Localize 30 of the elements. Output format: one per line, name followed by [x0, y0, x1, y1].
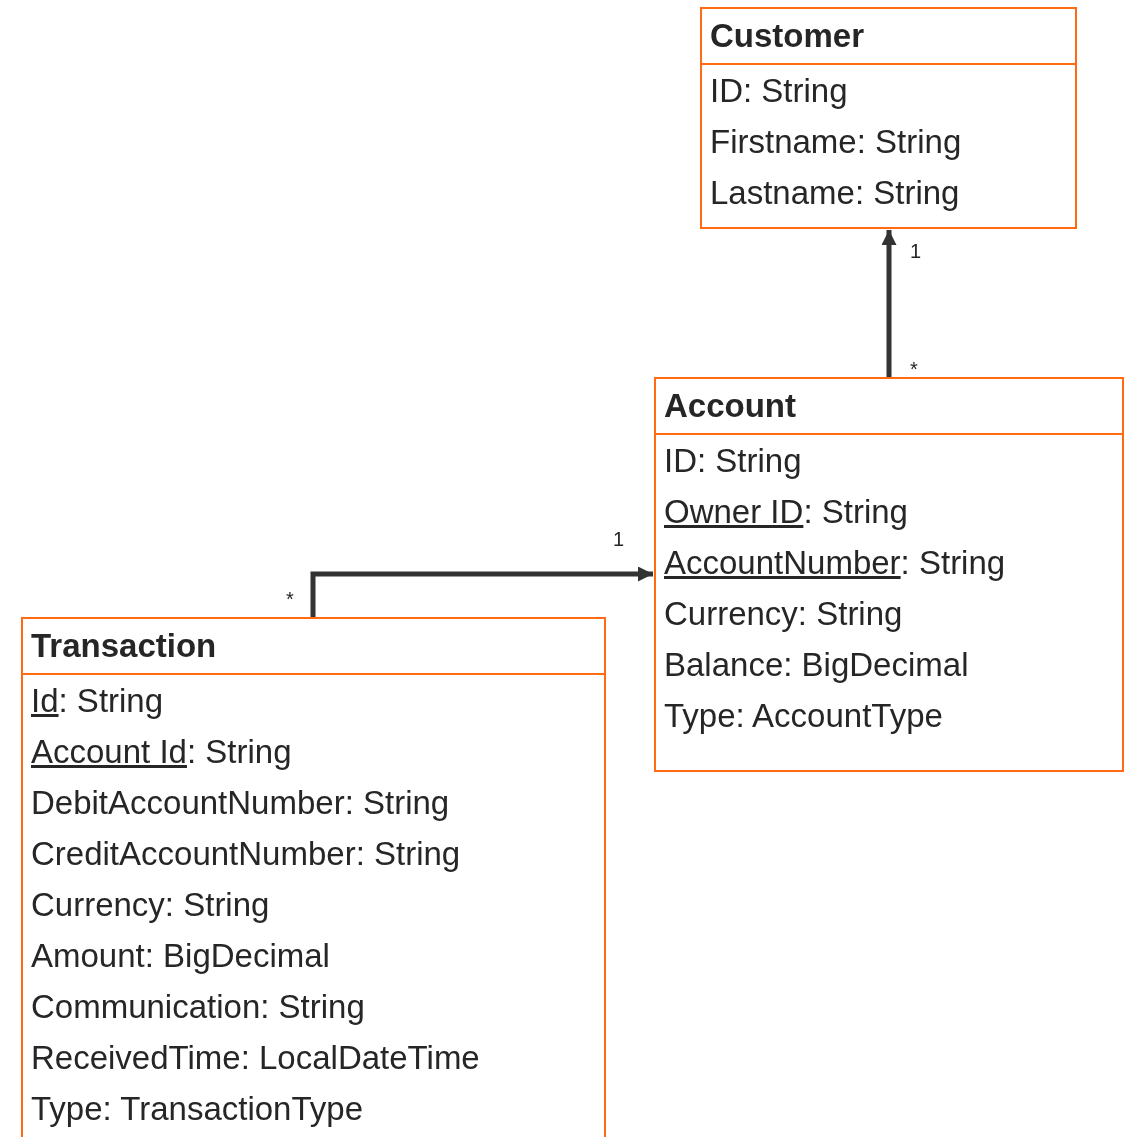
attribute: AccountNumber: String — [664, 544, 1006, 581]
attribute: Balance: BigDecimal — [664, 646, 969, 683]
attribute: CreditAccountNumber: String — [31, 835, 461, 872]
attribute: Owner ID: String — [664, 493, 908, 530]
class-box — [21, 617, 606, 1137]
attribute: Amount: BigDecimal — [31, 937, 330, 974]
class-name: Account — [664, 387, 796, 424]
multiplicity-label: * — [286, 588, 294, 611]
class-name: Transaction — [31, 627, 217, 664]
attribute: DebitAccountNumber: String — [31, 784, 450, 821]
class-name: Customer — [710, 17, 865, 54]
attribute: Communication: String — [31, 988, 365, 1025]
class-box — [654, 377, 1124, 772]
multiplicity-label: * — [910, 358, 918, 381]
class-box — [700, 7, 1077, 229]
attribute: Currency: String — [31, 886, 270, 923]
attribute: ID: String — [664, 442, 802, 479]
attribute: ID: String — [710, 72, 848, 109]
attribute: Firstname: String — [710, 123, 962, 160]
association-arrow — [310, 566, 653, 617]
attribute: Account Id: String — [31, 733, 292, 770]
attribute: Type: AccountType — [664, 697, 943, 734]
attribute: ReceivedTime: LocalDateTime — [31, 1039, 480, 1076]
attribute: Lastname: String — [710, 174, 960, 211]
attribute: Currency: String — [664, 595, 903, 632]
multiplicity-label: 1 — [613, 528, 625, 551]
association-arrow — [881, 230, 897, 377]
attribute: Type: TransactionType — [31, 1090, 363, 1127]
multiplicity-label: 1 — [910, 240, 922, 263]
attribute: Id: String — [31, 682, 164, 719]
